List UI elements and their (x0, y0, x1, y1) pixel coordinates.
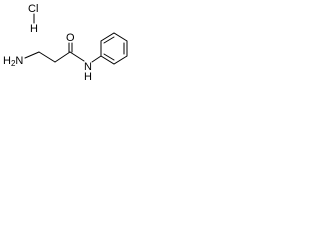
oxygen-label: O (66, 32, 75, 44)
carbonyl-n-bond (69, 51, 85, 62)
amide-nitrogen-label: N (84, 61, 92, 73)
chlorine-label: Cl (28, 3, 38, 15)
cb-carbonyl-bond (54, 51, 71, 63)
benzene-double-bond-1 (103, 36, 115, 44)
amine-label: H2N (3, 55, 23, 68)
n-ca-bond (24, 51, 40, 59)
benzene-double-bond-3 (103, 53, 115, 61)
chemical-structure: Cl H H2N O N H (3, 3, 128, 83)
hydrogen-label: H (30, 23, 38, 35)
benzene-ring (100, 32, 128, 65)
n-phenyl-bond (91, 55, 102, 63)
amide-hydrogen-label: H (84, 71, 92, 83)
ca-cb-bond (38, 51, 56, 63)
